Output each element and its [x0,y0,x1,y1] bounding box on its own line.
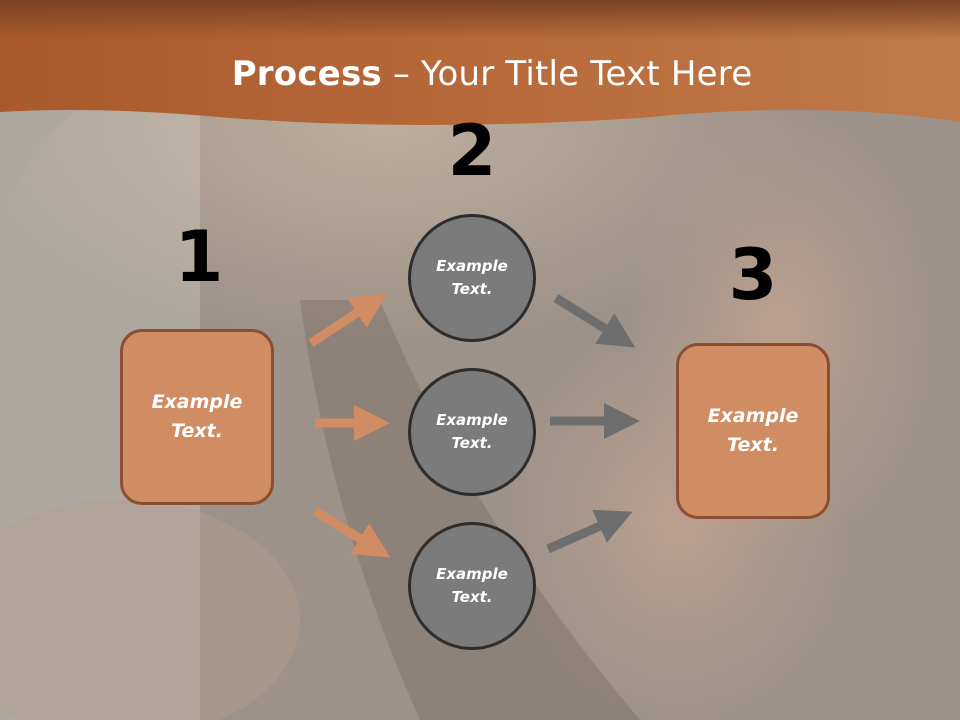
arrow-from-circle-3 [546,509,633,554]
left-box-line-2: Text. [171,420,223,442]
right-box-label: Example Text. [698,402,808,460]
step-number-3: 3 [728,234,778,316]
circle-2-line-2: Text. [451,434,493,452]
title-bold: Process [231,54,382,94]
arrow-from-circle-1 [553,294,636,348]
circle-2: Example Text. [408,368,536,496]
left-box: Example Text. [120,329,274,505]
title-rest: – Your Title Text Here [381,54,753,94]
circle-3-line-2: Text. [451,588,493,606]
right-box-line-2: Text. [727,434,779,456]
arrow-to-circle-1 [308,293,388,347]
slide-title: Process – Your Title Text Here [0,54,960,94]
circle-1-label: Example Text. [427,255,517,301]
left-box-line-1: Example [151,391,243,413]
circle-3: Example Text. [408,522,536,650]
step-number-2: 2 [447,110,497,192]
right-box: Example Text. [676,343,830,519]
circle-3-line-1: Example [436,565,508,583]
circle-3-label: Example Text. [427,563,517,609]
circle-1-line-1: Example [436,257,508,275]
right-box-line-1: Example [707,405,799,427]
left-box-label: Example Text. [142,388,252,446]
step-number-1: 1 [174,216,224,298]
circle-1-line-2: Text. [451,280,493,298]
arrow-to-circle-3 [312,507,391,558]
circle-2-label: Example Text. [427,409,517,455]
circle-2-line-1: Example [436,411,508,429]
circle-1: Example Text. [408,214,536,342]
